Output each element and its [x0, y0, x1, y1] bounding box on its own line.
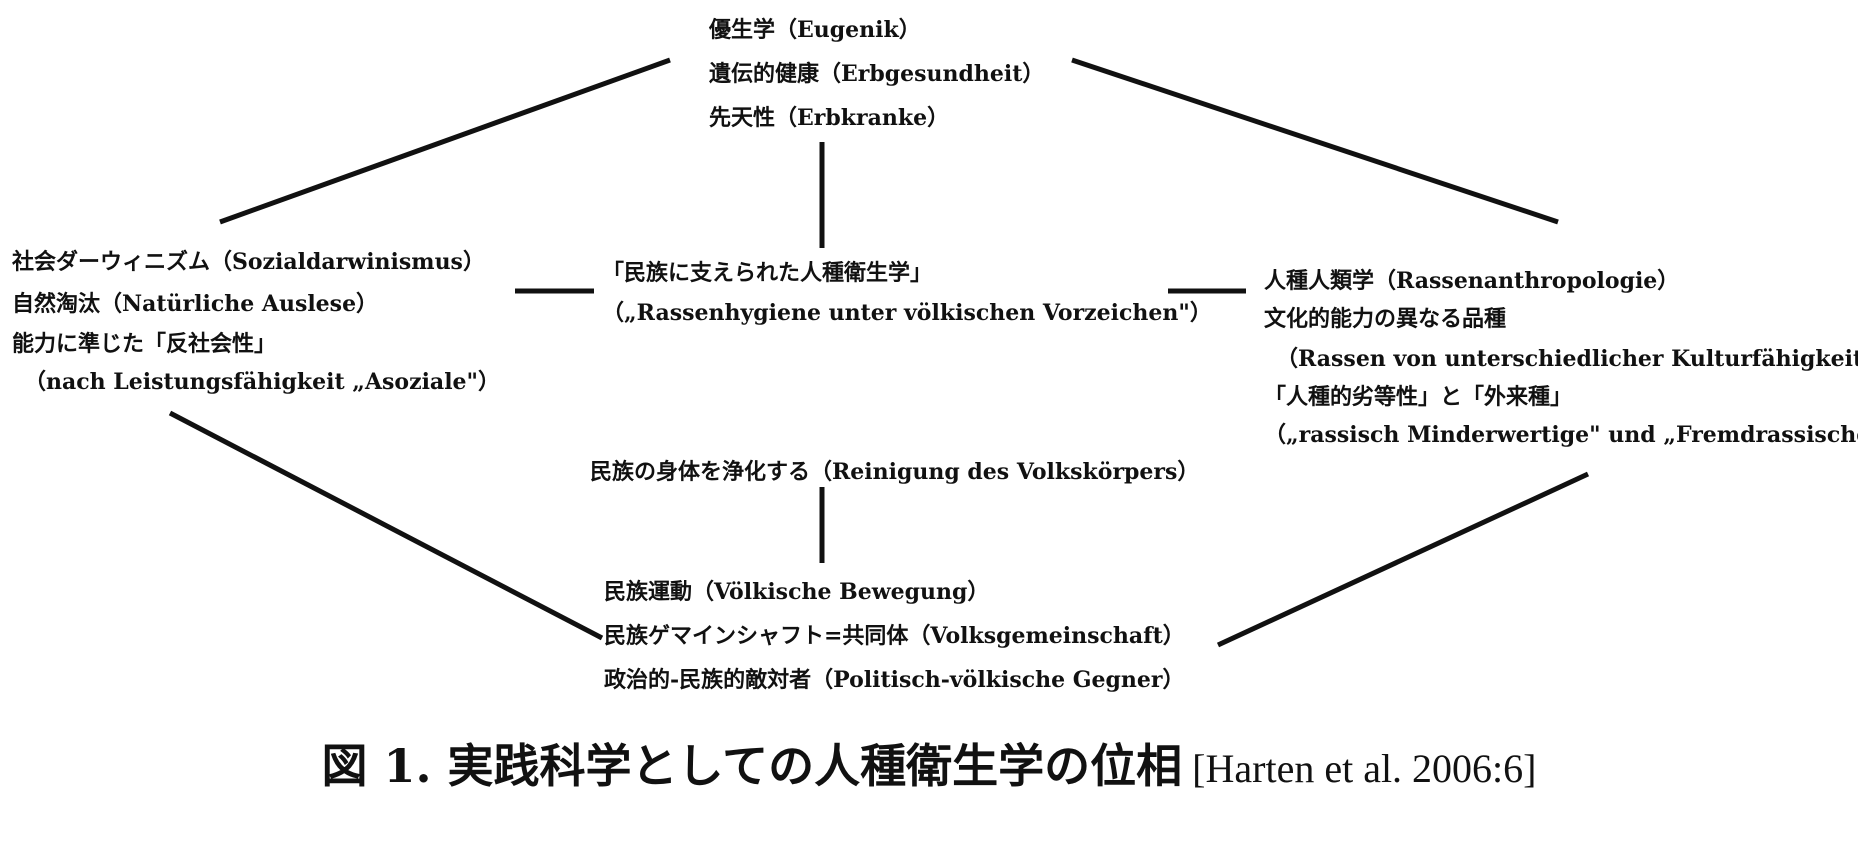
node-purification: 民族の身体を浄化する（Reinigung des Volkskörpers）: [590, 454, 1199, 490]
node-line: （nach Leistungsfähigkeit „Asoziale"）: [24, 369, 501, 395]
edge-top-left: [219, 57, 671, 225]
node-line: 優生学（Eugenik）: [709, 17, 921, 43]
node-volkisch-movement: 民族運動（Völkische Bewegung） 民族ゲマインシャフト=共同体（…: [604, 574, 1185, 706]
node-line: 「民族に支えられた人種衛生学」: [602, 260, 933, 286]
node-line: 「人種的劣等性」と「外来種」: [1264, 384, 1573, 410]
node-line: 自然淘汰（Natürliche Auslese）: [12, 291, 379, 317]
edge-right-bottom: [1216, 471, 1590, 648]
figure-label: 図 1. 実践科学としての人種衛生学の位相: [321, 739, 1183, 793]
node-race-anthropology: 人種人類学（Rassenanthropologie） 文化的能力の異なる品種 （…: [1264, 263, 1858, 455]
node-line: 社会ダーウィニズム（Sozialdarwinismus）: [12, 249, 485, 275]
edge-left-bottom: [168, 410, 604, 641]
node-line: 人種人類学（Rassenanthropologie）: [1264, 268, 1680, 294]
node-racial-hygiene: 「民族に支えられた人種衛生学」 （„Rassenhygiene unter vö…: [602, 255, 1212, 335]
node-line: （Rassen von unterschiedlicher Kulturfähi…: [1276, 346, 1858, 372]
node-social-darwinism: 社会ダーウィニズム（Sozialdarwinismus） 自然淘汰（Natürl…: [12, 244, 500, 402]
node-line: 民族の身体を浄化する（Reinigung des Volkskörpers）: [590, 459, 1200, 485]
node-line: 民族ゲマインシャフト=共同体（Volksgemeinschaft）: [604, 623, 1185, 649]
edge-top-right: [1071, 57, 1559, 225]
node-line: 民族運動（Völkische Bewegung）: [604, 579, 990, 605]
node-line: 遺伝的健康（Erbgesundheit）: [709, 61, 1045, 87]
node-line: 能力に準じた「反社会性」: [12, 331, 277, 357]
node-line: 政治的-民族的敵対者（Politisch-völkische Gegner）: [604, 667, 1185, 693]
figure-source: [Harten et al. 2006:6]: [1192, 746, 1537, 791]
node-line: （„Rassenhygiene unter völkischen Vorzeic…: [602, 300, 1212, 326]
figure-caption: 図 1. 実践科学としての人種衛生学の位相[Harten et al. 2006…: [0, 730, 1858, 796]
node-line: 先天性（Erbkranke）: [709, 105, 950, 131]
node-line: 文化的能力の異なる品種: [1264, 306, 1507, 332]
node-line: （„rassisch Minderwertige" und „Fremdrass…: [1264, 422, 1858, 448]
node-eugenics: 優生学（Eugenik） 遺伝的健康（Erbgesundheit） 先天性（Er…: [709, 12, 1044, 144]
